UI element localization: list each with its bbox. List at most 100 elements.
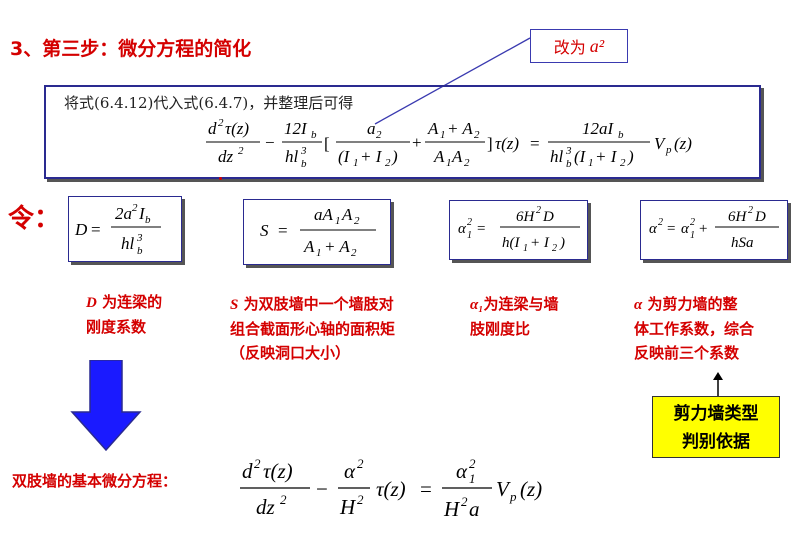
svg-text:2: 2 bbox=[620, 157, 626, 169]
svg-text:b: b bbox=[566, 158, 572, 170]
svg-text:p: p bbox=[665, 144, 672, 156]
desc-alpha-line2: 体工作系数，综合 bbox=[634, 320, 755, 338]
svg-text:2: 2 bbox=[552, 243, 557, 254]
desc-alpha-line3: 反映前三个系数 bbox=[634, 344, 740, 362]
desc-alpha1: α₁为连梁与墙 肢刚度比 bbox=[470, 292, 559, 341]
svg-text:+ A: + A bbox=[324, 237, 350, 256]
desc-s-symbol: S bbox=[230, 297, 239, 313]
correction-note-symbol: a² bbox=[589, 35, 605, 56]
svg-text:2: 2 bbox=[469, 456, 476, 471]
svg-text:1: 1 bbox=[446, 157, 452, 169]
correction-note: 改为 a² bbox=[530, 29, 628, 63]
svg-text:2: 2 bbox=[351, 247, 357, 259]
svg-text:A: A bbox=[433, 147, 445, 166]
svg-text:α: α bbox=[458, 221, 467, 237]
desc-d-symbol: D bbox=[86, 295, 97, 311]
svg-text:−: − bbox=[265, 133, 275, 152]
bottom-label: 双肢墙的基本微分方程： bbox=[12, 472, 178, 490]
desc-s: S 为双肢墙中一个墙肢对 组合截面形心轴的面积矩 （反映洞口大小） bbox=[230, 292, 395, 365]
svg-text:D: D bbox=[754, 209, 766, 225]
svg-text:(I: (I bbox=[338, 147, 351, 166]
svg-text:2: 2 bbox=[238, 145, 244, 157]
svg-text:2: 2 bbox=[218, 117, 224, 129]
svg-text:=: = bbox=[420, 477, 432, 501]
svg-text:6H: 6H bbox=[728, 209, 748, 225]
down-arrow-icon bbox=[70, 360, 142, 452]
bullet-dot bbox=[219, 177, 222, 180]
correction-note-label: 改为 bbox=[553, 38, 586, 57]
desc-alpha1-line2: 肢刚度比 bbox=[470, 320, 531, 338]
svg-text:+ I: + I bbox=[530, 235, 550, 251]
svg-text:+: + bbox=[412, 133, 422, 152]
svg-text:−: − bbox=[316, 477, 328, 501]
svg-text:α: α bbox=[344, 459, 356, 483]
desc-d: D 为连梁的 刚度系数 bbox=[86, 290, 162, 339]
svg-text:=: = bbox=[667, 221, 675, 237]
svg-text:1: 1 bbox=[353, 157, 359, 169]
svg-text:V: V bbox=[654, 134, 667, 153]
desc-alpha-line1: 为剪力墙的整 bbox=[642, 295, 738, 313]
svg-text:A: A bbox=[451, 147, 463, 166]
svg-text:2: 2 bbox=[536, 205, 541, 216]
svg-text:2: 2 bbox=[385, 157, 391, 169]
svg-text:τ(z): τ(z) bbox=[495, 134, 519, 153]
svg-text:V: V bbox=[496, 477, 511, 501]
desc-alpha1-line1: 为连梁与墙 bbox=[483, 295, 559, 313]
svg-text:d: d bbox=[208, 119, 217, 138]
svg-text:D: D bbox=[542, 209, 554, 225]
callout-line1: 剪力墙类型 bbox=[673, 404, 759, 424]
svg-text:b: b bbox=[145, 214, 151, 226]
svg-text:2: 2 bbox=[690, 217, 695, 228]
svg-text:=: = bbox=[278, 221, 288, 240]
svg-text:hl: hl bbox=[550, 147, 564, 166]
svg-text:12I: 12I bbox=[284, 119, 308, 138]
svg-text:b: b bbox=[301, 158, 307, 170]
desc-alpha-symbol: α bbox=[634, 297, 643, 313]
svg-text:=: = bbox=[530, 134, 540, 153]
desc-s-line2: 组合截面形心轴的面积矩 bbox=[230, 320, 396, 338]
svg-text:1: 1 bbox=[316, 247, 322, 259]
svg-text:+: + bbox=[699, 221, 707, 237]
svg-text:(z): (z) bbox=[520, 477, 542, 501]
desc-s-line3: （反映洞口大小） bbox=[230, 344, 351, 362]
callout-line2: 判别依据 bbox=[682, 432, 750, 452]
svg-text:[: [ bbox=[324, 134, 330, 153]
svg-text:dz: dz bbox=[218, 147, 234, 166]
svg-text:h(I: h(I bbox=[502, 235, 520, 251]
svg-text:2: 2 bbox=[354, 215, 360, 227]
desc-d-line1: 为连梁的 bbox=[96, 293, 163, 311]
desc-s-line1: 为双肢墙中一个墙肢对 bbox=[238, 295, 394, 313]
svg-text:b: b bbox=[137, 245, 143, 257]
desc-alpha1-symbol: α₁ bbox=[470, 297, 484, 313]
svg-text:2a: 2a bbox=[115, 204, 132, 223]
svg-text:+ I: + I bbox=[595, 147, 618, 166]
svg-text:+ A: + A bbox=[447, 119, 473, 138]
svg-text:): ) bbox=[391, 147, 398, 166]
svg-text:b: b bbox=[618, 129, 624, 141]
svg-text:3: 3 bbox=[136, 232, 143, 244]
svg-text:+ I: + I bbox=[360, 147, 383, 166]
svg-text:3: 3 bbox=[565, 145, 572, 157]
let-label: 令： bbox=[8, 204, 61, 234]
svg-text:D: D bbox=[74, 220, 88, 239]
svg-text:2: 2 bbox=[748, 205, 753, 216]
svg-text:H: H bbox=[339, 495, 357, 519]
svg-text:(z): (z) bbox=[674, 134, 692, 153]
svg-text:1: 1 bbox=[467, 230, 472, 241]
svg-text:τ(z): τ(z) bbox=[376, 477, 406, 501]
svg-text:(I: (I bbox=[574, 147, 587, 166]
svg-text:a: a bbox=[367, 119, 376, 138]
svg-text:): ) bbox=[559, 235, 565, 251]
svg-text:2: 2 bbox=[280, 492, 287, 507]
svg-text:A: A bbox=[341, 205, 353, 224]
svg-text:1: 1 bbox=[588, 157, 594, 169]
